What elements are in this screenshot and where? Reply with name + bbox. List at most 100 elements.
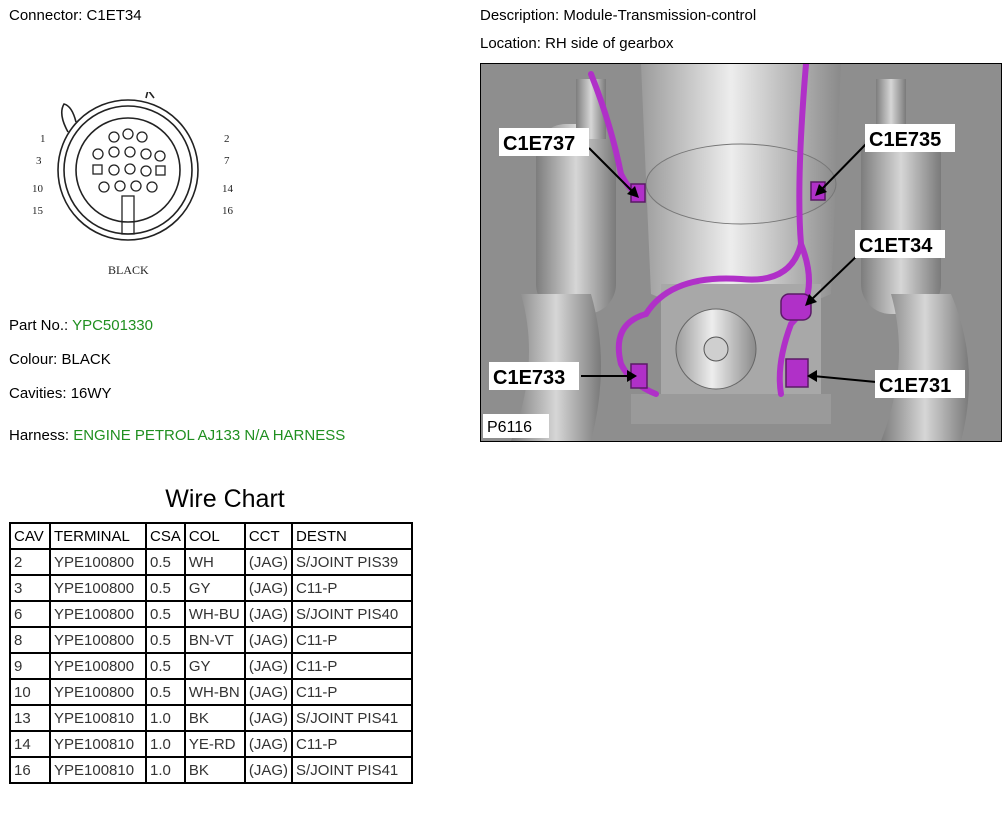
table-row: 2 YPE100800 0.5 WH (JAG) S/JOINT PIS39 [9, 548, 414, 576]
exhaust-pipes-graphic [511, 79, 969, 441]
cell-col: BK [183, 704, 246, 732]
cell-csa: 0.5 [145, 626, 186, 654]
part-no-line: Part No.: YPC501330 [9, 317, 153, 335]
table-header-row: CAV TERMINAL CSA COL CCT DESTN [9, 522, 414, 550]
callout-c1e737: C1E737 [503, 133, 575, 155]
cell-cav: 6 [9, 600, 51, 628]
cell-csa: 1.0 [145, 730, 186, 758]
cell-cct: (JAG) [243, 652, 294, 680]
cell-terminal: YPE100810 [49, 704, 147, 732]
header-col: COL [183, 522, 246, 550]
table-row: 13 YPE100810 1.0 BK (JAG) S/JOINT PIS41 [9, 704, 414, 732]
cell-destn: C11-P [291, 730, 414, 758]
cell-terminal: YPE100810 [49, 730, 147, 758]
cell-csa: 0.5 [145, 600, 186, 628]
connector-location-image: C1E737 C1E735 C1ET34 C1E733 C1E731 P6116 [480, 63, 1002, 442]
connector-id: C1ET34 [86, 7, 142, 24]
cell-terminal: YPE100800 [49, 600, 147, 628]
cavities-label: Cavities: [9, 385, 67, 402]
header-destn: DESTN [291, 522, 414, 550]
cell-terminal: YPE100810 [49, 756, 147, 784]
cavities-value: 16WY [70, 385, 112, 402]
cell-cct: (JAG) [243, 626, 294, 654]
transmission-graphic [631, 64, 841, 424]
callout-labels: C1E737 C1E735 C1ET34 C1E733 C1E731 [489, 124, 965, 398]
table-row: 10 YPE100800 0.5 WH-BN (JAG) C11-P [9, 678, 414, 706]
cavities-line: Cavities: 16WY [9, 385, 112, 403]
callout-arrows [581, 143, 877, 383]
connector-colour-caption: BLACK [108, 263, 149, 277]
cell-col: WH [183, 548, 246, 576]
harness-label: Harness: [9, 427, 70, 444]
wire-chart-table: CAV TERMINAL CSA COL CCT DESTN 2 YPE1008… [9, 522, 414, 784]
colour-value: BLACK [61, 351, 111, 368]
pin-label-14: 14 [222, 183, 234, 195]
header-cav: CAV [9, 522, 51, 550]
cell-destn: S/JOINT PIS41 [291, 704, 414, 732]
callout-c1e733: C1E733 [493, 367, 565, 389]
cell-cct: (JAG) [243, 678, 294, 706]
cell-csa: 1.0 [145, 704, 186, 732]
cell-cav: 8 [9, 626, 51, 654]
pin-label-2: 2 [224, 133, 230, 145]
connector-outer-ring [57, 99, 199, 241]
cell-cct: (JAG) [243, 574, 294, 602]
cell-csa: 1.0 [145, 756, 186, 784]
table-row: 6 YPE100800 0.5 WH-BU (JAG) S/JOINT PIS4… [9, 600, 414, 628]
connector-line: Connector: C1ET34 [9, 7, 142, 25]
cell-cav: 2 [9, 548, 51, 576]
cell-csa: 0.5 [145, 652, 186, 680]
cell-terminal: YPE100800 [49, 678, 147, 706]
cell-destn: C11-P [291, 626, 414, 654]
cell-cct: (JAG) [243, 730, 294, 758]
cell-col: GY [183, 574, 246, 602]
callout-c1e735: C1E735 [869, 129, 941, 151]
location-value: RH side of gearbox [545, 35, 674, 52]
cell-destn: C11-P [291, 652, 414, 680]
cell-destn: C11-P [291, 574, 414, 602]
connector-inner-ring [63, 105, 193, 235]
cell-col: WH-BN [183, 678, 246, 706]
photo-reference-box [483, 414, 549, 438]
cell-col: GY [183, 652, 246, 680]
cell-terminal: YPE100800 [49, 548, 147, 576]
part-no-value: YPC501330 [72, 317, 153, 334]
cell-terminal: YPE100800 [49, 574, 147, 602]
callout-c1et34: C1ET34 [859, 235, 933, 257]
wire-chart-title: Wire Chart [165, 485, 285, 513]
harness-value: ENGINE PETROL AJ133 N/A HARNESS [73, 427, 346, 444]
cell-col: WH-BU [183, 600, 246, 628]
pin-label-15: 15 [32, 205, 44, 217]
harness-line: Harness: ENGINE PETROL AJ133 N/A HARNESS [9, 427, 345, 445]
cavity-holes [92, 128, 166, 235]
cell-col: YE-RD [183, 730, 246, 758]
pin-label-10: 10 [32, 183, 44, 195]
cell-terminal: YPE100800 [49, 652, 147, 680]
table-row: 9 YPE100800 0.5 GY (JAG) C11-P [9, 652, 414, 680]
part-no-label: Part No.: [9, 317, 69, 334]
description-value: Module-Transmission-control [563, 7, 757, 24]
cell-csa: 0.5 [145, 678, 186, 706]
cell-cav: 3 [9, 574, 51, 602]
pin-label-16: 16 [222, 205, 234, 217]
header-csa: CSA [145, 522, 186, 550]
connector-latch [60, 103, 77, 133]
table-row: 3 YPE100800 0.5 GY (JAG) C11-P [9, 574, 414, 602]
cell-terminal: YPE100800 [49, 626, 147, 654]
location-line: Location: RH side of gearbox [480, 35, 673, 53]
table-row: 16 YPE100810 1.0 BK (JAG) S/JOINT PIS41 [9, 756, 414, 784]
cell-cav: 14 [9, 730, 51, 758]
connector-face-diagram: 1 2 3 7 10 14 15 16 BLACK [32, 92, 234, 277]
callout-c1e731: C1E731 [879, 375, 951, 397]
location-label: Location: [480, 35, 541, 52]
table-row: 8 YPE100800 0.5 BN-VT (JAG) C11-P [9, 626, 414, 654]
cell-destn: C11-P [291, 678, 414, 706]
photo-reference: P6116 [487, 419, 532, 436]
cell-csa: 0.5 [145, 574, 186, 602]
cell-cct: (JAG) [243, 600, 294, 628]
colour-line: Colour: BLACK [9, 351, 111, 369]
cell-cav: 9 [9, 652, 51, 680]
connector-insert [75, 117, 181, 223]
header-terminal: TERMINAL [49, 522, 147, 550]
pin-label-3: 3 [36, 155, 42, 167]
